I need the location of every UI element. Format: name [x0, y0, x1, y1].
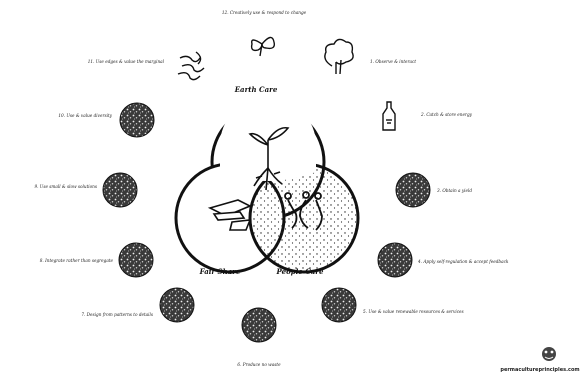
principle-5-label: 5. Use & value renewable resources & ser… — [363, 309, 464, 314]
brand-logo: permacultureprinciples.com — [500, 347, 579, 373]
principle-8-badge — [119, 243, 153, 277]
people-care-label: People Care — [276, 267, 324, 276]
principle-8-label: 8. Integrate rather than segregate — [40, 258, 114, 263]
principle-4-badge — [378, 243, 412, 277]
fair-share-label: Fair Share — [199, 267, 241, 276]
principle-1-tree-icon — [325, 39, 353, 74]
principle-10-badge — [120, 103, 154, 137]
ethics-diagram: Earth Care Fair Share People Care — [176, 85, 358, 276]
principle-9-badge — [103, 173, 137, 207]
principle-2-bottle-icon — [383, 102, 395, 130]
principle-6-badge — [242, 308, 276, 342]
principle-7-label: 7. Design from patterns to details — [81, 312, 153, 317]
principle-11-label: 11. Use edges & value the marginal — [88, 59, 165, 64]
principle-6-label: 6. Produce no waste — [237, 362, 281, 367]
principle-3-badge — [396, 173, 430, 207]
earth-care-label: Earth Care — [234, 85, 278, 94]
principle-10-label: 10. Use & value diversity — [58, 113, 112, 118]
principle-5-badge — [322, 288, 356, 322]
brand-url: permacultureprinciples.com — [500, 367, 579, 373]
principle-4-label: 4. Apply self-regulation & accept feedba… — [417, 259, 509, 264]
principle-1-label: 1. Observe & interact — [370, 59, 416, 64]
principle-12-label: 12. Creatively use & respond to change — [222, 10, 307, 15]
principle-3-label: 3. Obtain a yield — [437, 188, 472, 193]
principle-11-edges-icon — [178, 52, 204, 80]
principle-2-label: 2. Catch & store energy — [420, 112, 473, 117]
principle-12-butterfly-icon — [252, 37, 275, 56]
principle-9-label: 9. Use small & slow solutions — [34, 184, 97, 189]
principle-7-badge — [160, 288, 194, 322]
